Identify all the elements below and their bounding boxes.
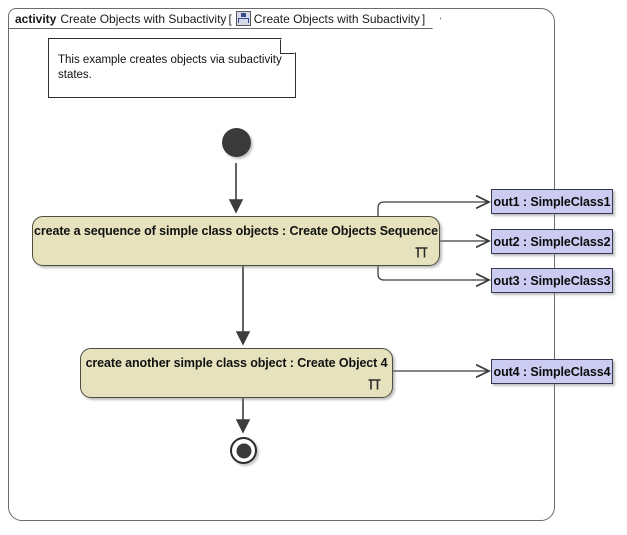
edge-action1-to-out1	[377, 202, 489, 216]
object-node-out4[interactable]: out4 : SimpleClass4	[491, 359, 613, 384]
bracket-close: ]	[421, 11, 426, 26]
activity-frame-header: activity Create Objects with Subactivity…	[8, 8, 441, 29]
object-node-out2[interactable]: out2 : SimpleClass2	[491, 229, 613, 254]
object-node-label: out2 : SimpleClass2	[493, 234, 611, 249]
action-label: create a sequence of simple class object…	[34, 224, 438, 238]
action-label: create another simple class object : Cre…	[85, 356, 388, 370]
object-node-out3[interactable]: out3 : SimpleClass3	[491, 268, 613, 293]
activity-final-node	[230, 437, 257, 464]
comment-note: This example creates objects via subacti…	[48, 38, 296, 98]
frame-keyword: activity	[15, 11, 57, 26]
action-create-objects-sequence[interactable]: create a sequence of simple class object…	[32, 216, 440, 266]
object-node-label: out1 : SimpleClass1	[493, 194, 611, 209]
frame-diagram-name: Create Objects with Subactivity	[253, 11, 420, 26]
object-node-label: out4 : SimpleClass4	[493, 364, 611, 379]
initial-node	[222, 128, 251, 157]
object-node-label: out3 : SimpleClass3	[493, 273, 611, 288]
comment-note-text: This example creates objects via subacti…	[58, 54, 282, 81]
action-create-object-4[interactable]: create another simple class object : Cre…	[80, 348, 393, 398]
bracket-open: [	[228, 11, 232, 26]
edge-action1-to-out3	[377, 266, 489, 280]
frame-title: Create Objects with Subactivity	[60, 11, 227, 26]
object-node-out1[interactable]: out1 : SimpleClass1	[491, 189, 613, 214]
activity-diagram-icon	[236, 11, 251, 26]
subactivity-rake-icon	[368, 379, 381, 390]
subactivity-rake-icon	[415, 247, 428, 258]
